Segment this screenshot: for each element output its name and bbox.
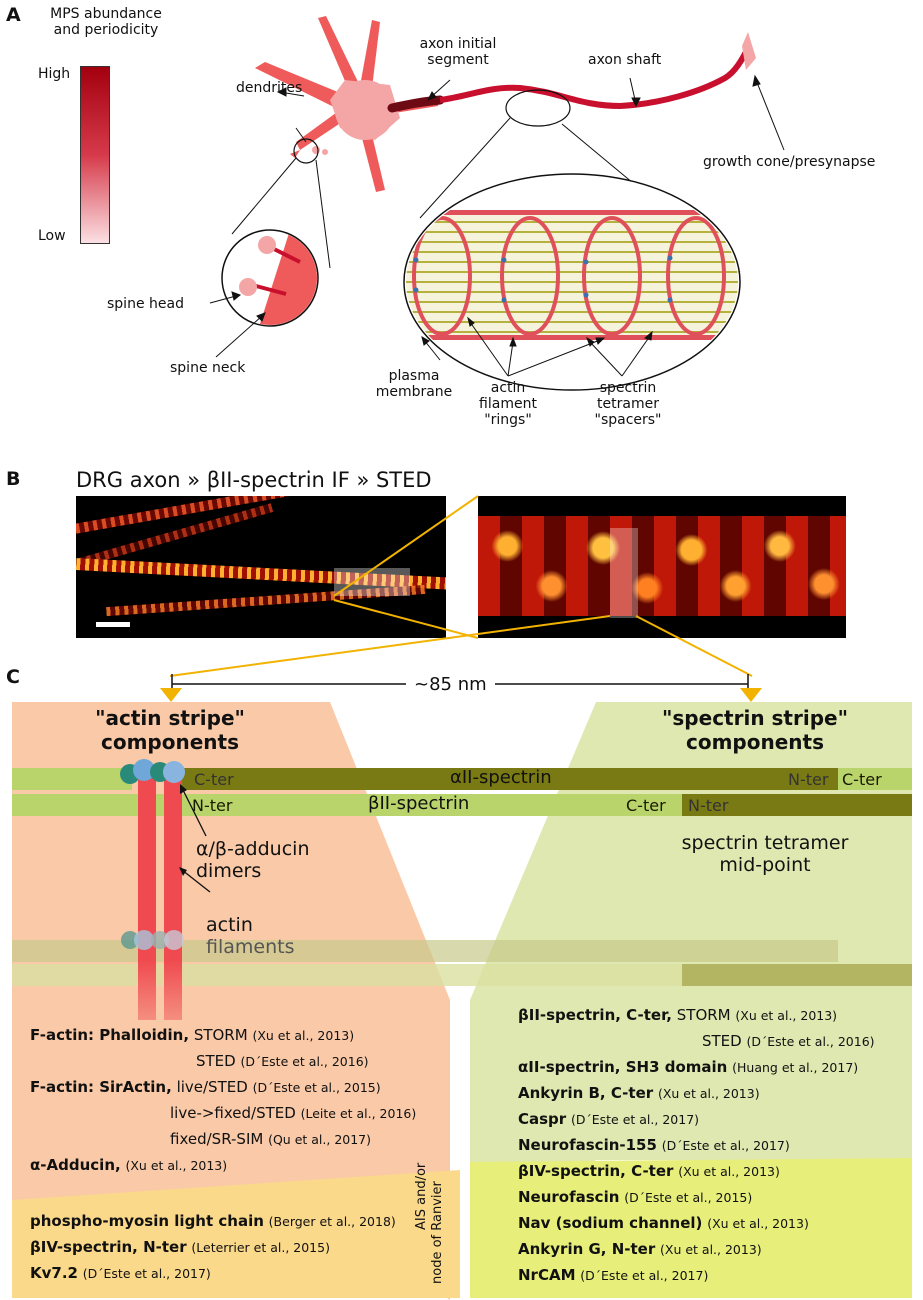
sted-zoom-image: [478, 496, 846, 638]
ais-label-line1: AIS and/or: [414, 1162, 429, 1230]
actin-ref-2: STED (D´Este et al., 2016): [196, 1052, 369, 1070]
scale-high-label: High: [38, 66, 71, 82]
periodic-scaffold-cylinder: [406, 210, 738, 340]
label-spectrin-line2: tetramer: [597, 396, 659, 412]
sted-overview-image: [76, 496, 446, 638]
axon-zoom-ellipse: [505, 89, 571, 127]
label-spine-neck: spine neck: [170, 360, 246, 376]
neuron-diagram: [209, 16, 785, 391]
spectrin-ref-4: Ankyrin B, C-ter (Xu et al., 2013): [518, 1084, 760, 1102]
label-actin-line1: actin: [490, 380, 526, 396]
spectrin-ais-ref-4: Ankyrin G, N-ter (Xu et al., 2013): [518, 1240, 762, 1258]
faded-beta-right: [682, 964, 912, 986]
alpha-spectrin-label: αII-spectrin: [450, 767, 552, 788]
label-ais-line1: axon initial: [419, 36, 497, 52]
beta-spectrin-label: βII-spectrin: [368, 793, 470, 814]
actin-ref-4: live->fixed/STED (Leite et al., 2016): [170, 1104, 417, 1122]
beta-n-ter-left: N-ter: [192, 796, 233, 815]
actin-ref-1: F-actin: Phalloidin, STORM (Xu et al., 2…: [30, 1026, 355, 1044]
label-plasma-line1: plasma: [388, 368, 440, 384]
beta-spectrin-bar: [12, 794, 682, 816]
label-growth-cone: growth cone/presynapse: [703, 154, 876, 170]
label-actin-line2: filament: [479, 396, 537, 412]
label-dendrites: dendrites: [236, 80, 303, 96]
alpha-bar-right-end: [838, 768, 912, 790]
zoom-region-box: [334, 568, 410, 596]
actin-ref-3: F-actin: SirActin, live/STED (D´Este et …: [30, 1078, 381, 1096]
spectrin-ais-ref-1: βIV-spectrin, C-ter (Xu et al., 2013): [518, 1162, 780, 1180]
scale-title-line1: MPS abundance: [50, 6, 162, 22]
spectrin-header-line2: components: [686, 730, 824, 754]
spectrin-ref-6: Neurofascin-155 (D´Este et al., 2017): [518, 1136, 790, 1154]
panel-b-title: DRG axon » βII-spectrin IF » STED: [76, 468, 432, 492]
scale-bar: [96, 622, 130, 627]
alpha-bar-left-end: [12, 768, 132, 790]
zoom-stripe-box: [610, 528, 638, 618]
label-spectrin-line3: "spacers": [594, 412, 662, 428]
label-axon-shaft: axon shaft: [588, 52, 662, 68]
spectrin-header-line1: "spectrin stripe": [661, 706, 849, 730]
spine-head-icon: [258, 236, 276, 254]
alpha-c-ter-right: C-ter: [842, 770, 882, 789]
beta-c-ter: C-ter: [626, 796, 666, 815]
ais-label-line2: node of Ranvier: [430, 1181, 445, 1284]
spectrin-ais-ref-5: NrCAM (D´Este et al., 2017): [518, 1266, 709, 1284]
label-spectrin-line1: spectrin: [599, 380, 657, 396]
abundance-color-scale: [80, 66, 110, 244]
panel-c-arrows: [179, 784, 211, 893]
adducin-dimers: [120, 759, 185, 784]
distance-label: ~85 nm: [406, 674, 495, 695]
panel-b-connectors: [169, 495, 753, 677]
alpha-spectrin-bar: [180, 768, 838, 790]
dendrite-zoom-circle: [293, 138, 319, 164]
actin-header-line2: components: [101, 730, 239, 754]
beta-n-ter-right: N-ter: [688, 796, 729, 815]
panel-c-letter: C: [6, 666, 20, 688]
axon-initial-segment: [387, 95, 445, 113]
scale-title-line2: and periodicity: [53, 22, 159, 38]
actin-fade: [136, 960, 184, 1060]
faded-alpha-bar: [12, 940, 838, 962]
axon-shaft: [439, 46, 751, 110]
actin-ais-ref-1: phospho-myosin light chain (Berger et al…: [30, 1212, 396, 1230]
spectrin-ref-3: αII-spectrin, SH3 domain (Huang et al., …: [518, 1058, 859, 1076]
spectrin-ais-ref-3: Nav (sodium channel) (Xu et al., 2013): [518, 1214, 809, 1232]
spectrin-ref-5: Caspr (D´Este et al., 2017): [518, 1110, 700, 1128]
spectrin-ais-ref-2: Neurofascin (D´Este et al., 2015): [518, 1188, 753, 1206]
panel-a-letter: A: [6, 4, 21, 26]
beta-bar-right-end: [682, 794, 912, 816]
alpha-n-ter: N-ter: [788, 770, 829, 789]
actin-ais-ref-2: βIV-spectrin, N-ter (Leterrier et al., 2…: [30, 1238, 330, 1256]
label-plasma-line2: membrane: [375, 384, 453, 400]
adducin-label-line1: α/β-adducin: [196, 838, 310, 860]
actin-filament-2: [164, 770, 182, 1020]
actin-ref-5: fixed/SR-SIM (Qu et al., 2017): [170, 1130, 372, 1148]
actin-label-line2: filaments: [206, 936, 295, 958]
adducin-label-line2: dimers: [196, 860, 262, 882]
actin-filament-1: [138, 770, 156, 1020]
label-ais-line2: segment: [427, 52, 489, 68]
midpoint-label-line2: mid-point: [719, 854, 811, 876]
spectrin-ref-2: STED (D´Este et al., 2016): [702, 1032, 875, 1050]
actin-ref-6: α-Adducin, (Xu et al., 2013): [30, 1156, 228, 1174]
adducin-dimers-lower: [121, 930, 184, 950]
actin-ais-ref-3: Kv7.2 (D´Este et al., 2017): [30, 1264, 211, 1282]
faded-beta-bar: [12, 964, 682, 986]
actin-label-line1: actin: [206, 914, 253, 936]
label-actin-line3: "rings": [484, 412, 532, 428]
midpoint-label-line1: spectrin tetramer: [681, 832, 849, 854]
label-spine-head: spine head: [107, 296, 184, 312]
actin-header-line1: "actin stripe": [95, 706, 245, 730]
scale-low-label: Low: [38, 228, 66, 244]
growth-cone: [742, 32, 756, 70]
panel-b-letter: B: [6, 468, 21, 490]
spectrin-ref-1: βII-spectrin, C-ter, STORM (Xu et al., 2…: [518, 1006, 838, 1024]
alpha-c-ter-left: C-ter: [194, 770, 234, 789]
